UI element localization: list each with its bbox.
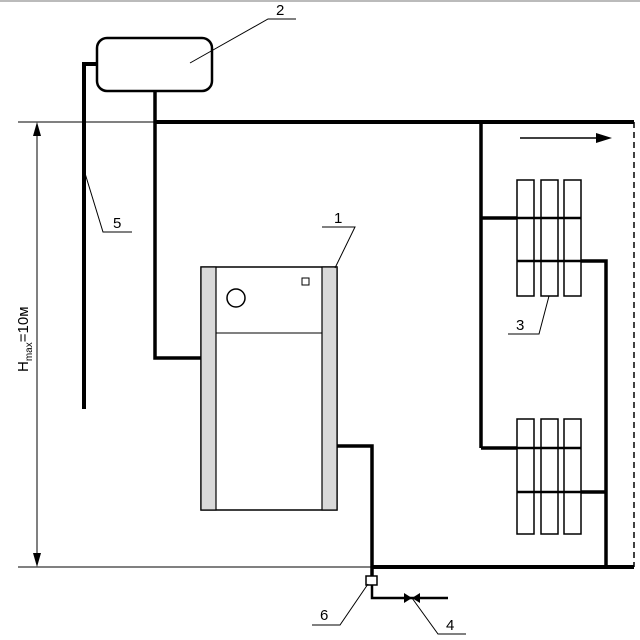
riser-pipe xyxy=(82,62,97,409)
flow-arrow xyxy=(520,133,612,143)
leader-1 xyxy=(322,226,356,269)
radiator-lower xyxy=(516,418,582,535)
callout-2: 2 xyxy=(276,2,284,19)
svg-text:Hmax=10м: Hmax=10м xyxy=(15,306,35,372)
tank-supply-pipe xyxy=(153,91,203,360)
fitting xyxy=(365,575,378,586)
callout-4: 4 xyxy=(446,617,454,634)
drain-valve-2 xyxy=(412,593,420,603)
height-value: =10м xyxy=(15,306,32,342)
boiler xyxy=(200,266,338,511)
height-dimension xyxy=(33,122,41,567)
height-label: Hmax=10м xyxy=(15,306,35,372)
leader-4 xyxy=(411,597,466,635)
leader-5 xyxy=(83,169,132,233)
expansion-tank xyxy=(95,36,214,93)
radiator-upper-return xyxy=(580,259,608,567)
leader-3 xyxy=(508,295,550,335)
callout-3: 3 xyxy=(516,317,524,334)
callout-6: 6 xyxy=(320,607,328,624)
callout-1: 1 xyxy=(334,210,342,227)
drain-pipe xyxy=(370,582,448,600)
leader-2 xyxy=(189,18,296,64)
drain-valve xyxy=(404,593,412,603)
leader-6 xyxy=(312,583,369,626)
height-symbol: H xyxy=(15,361,32,372)
height-subscript: max xyxy=(24,342,35,361)
boiler-indicator-icon xyxy=(301,277,310,286)
boiler-gauge-icon xyxy=(226,288,246,308)
boiler-return-pipe xyxy=(336,444,374,576)
boiler-left-panel xyxy=(200,266,217,511)
boiler-right-panel xyxy=(321,266,338,511)
callout-5: 5 xyxy=(113,215,121,232)
radiator-upper xyxy=(516,179,582,297)
